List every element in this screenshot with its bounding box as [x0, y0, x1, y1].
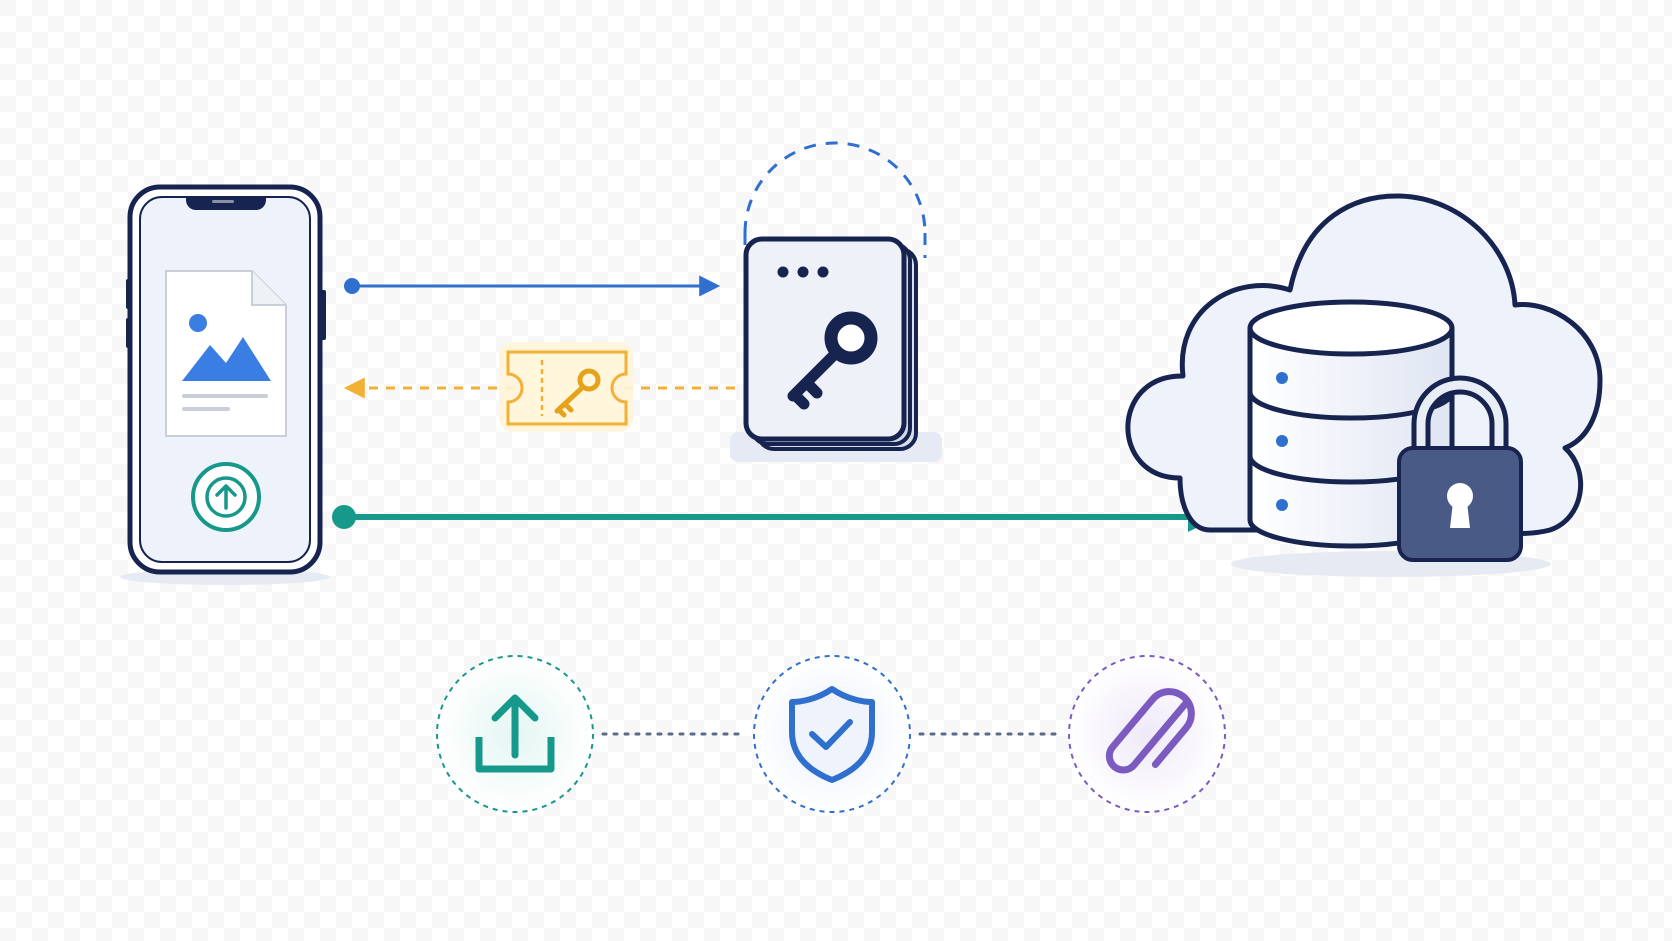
connection-phone-to-key-service — [344, 275, 721, 297]
image-file-icon — [165, 270, 287, 437]
padlock-icon — [1397, 375, 1523, 562]
upload-tray-icon — [475, 694, 555, 773]
smartphone-icon — [120, 184, 330, 585]
upload-arrow-icon — [191, 462, 261, 532]
key-document-icon — [730, 141, 942, 462]
step-secure — [753, 655, 911, 813]
key-ticket-icon — [499, 342, 633, 432]
connection-phone-to-cloud-storage — [332, 502, 1218, 532]
step-upload — [436, 655, 594, 813]
cloud-database-icon — [1125, 193, 1603, 577]
step-attach — [1068, 655, 1226, 813]
paperclip-icon — [1105, 688, 1195, 774]
shield-check-icon — [789, 686, 875, 783]
